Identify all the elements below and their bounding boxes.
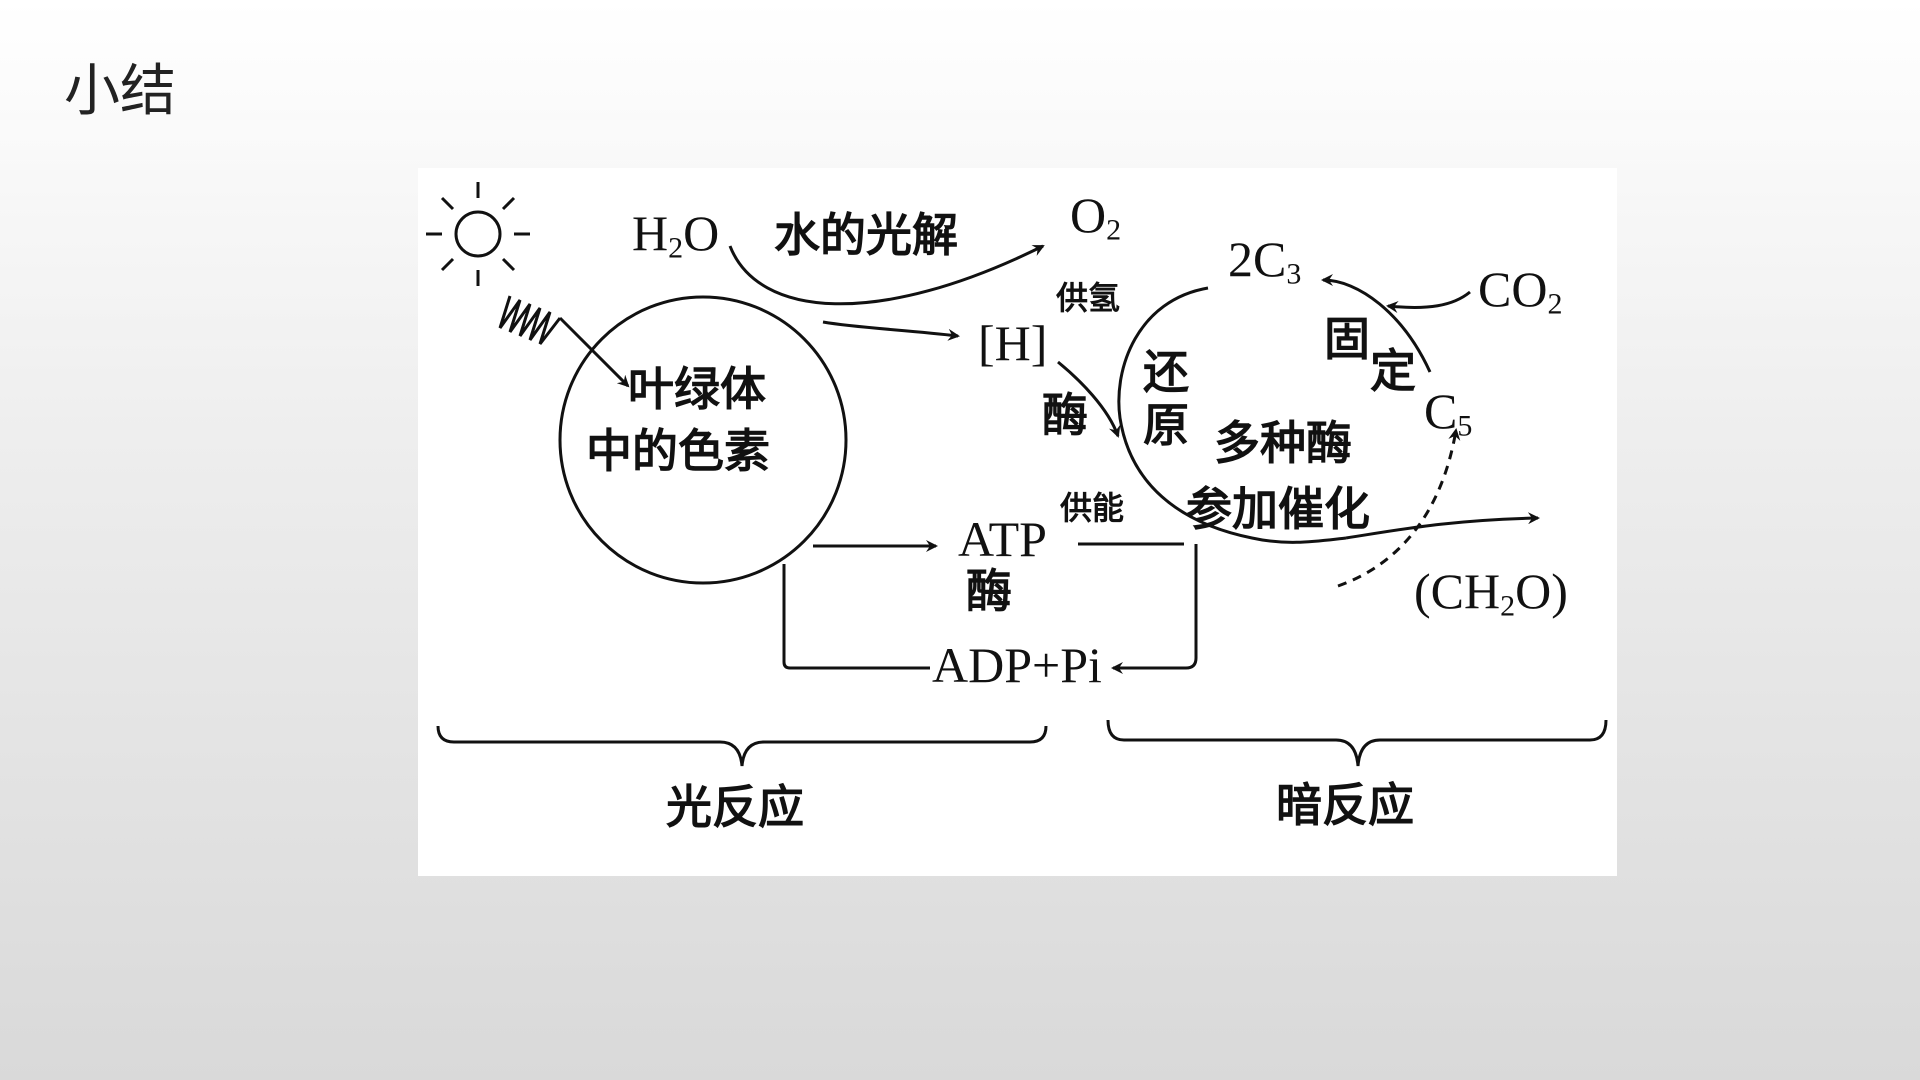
chloroplast-label-line2: 中的色素 [586,424,770,478]
supply-energy-label: 供能 [1060,489,1125,527]
supply-hydrogen-label: 供氢 [1056,279,1121,317]
enzyme-atp-label: 酶 [966,564,1012,618]
to-carbohydrate-arrow [1345,512,1540,540]
light-ray-arrow [558,316,630,388]
water-to-hydrogen-arrow [822,320,960,341]
fixation-label-line1: 固 [1324,312,1370,366]
water-label: H2O [632,205,720,265]
c5-label: C5 [1424,383,1473,443]
enzyme-hydrogen-label: 酶 [1042,388,1088,442]
dark-reaction-label: 暗反应 [1276,778,1414,832]
chloroplast-circle [558,295,848,585]
regenerate-c5-arrow [1337,428,1461,588]
catalysis-label: 参加催化 [1186,482,1370,536]
adp-to-chloroplast-line [782,564,930,670]
slide-title: 小结 [64,59,176,124]
co2-label: CO2 [1478,261,1563,321]
water-to-oxygen-arrow [728,244,1045,306]
carbohydrate-label: (CH2O) [1414,563,1568,623]
reduction-label: 还原 [1143,345,1189,452]
hydrogen-label: [H] [978,315,1048,371]
light-reaction-label: 光反应 [666,780,804,834]
calvin-cycle-arc [1117,286,1347,544]
photosynthesis-diagram: H2O 水的光解 O2 供氢 [H] 酶 叶绿体 中的色素 还原 2C3 CO2… [418,168,1617,876]
fixation-label-line2: 定 [1370,344,1416,398]
diagram-lines [426,182,1608,767]
hydrogen-to-reduction-arrow [1057,360,1121,438]
multi-enzyme-label: 多种酶 [1214,416,1352,470]
c3-label: 2C3 [1228,231,1302,291]
adp-pi-label: ADP+Pi [932,637,1102,693]
atp-label: ATP [958,511,1047,567]
adp-return-arrow [1111,544,1198,674]
co2-in-arrow [1386,290,1471,313]
water-photolysis-label: 水的光解 [774,208,958,262]
chloroplast-label-line1: 叶绿体 [628,362,766,416]
dark-reaction-brace [1106,719,1608,767]
oxygen-label: O2 [1070,187,1122,247]
light-reaction-brace [436,725,1048,767]
sun-icon [426,182,530,286]
c5-to-c3-arrow [1321,274,1432,373]
light-ray [498,295,562,345]
